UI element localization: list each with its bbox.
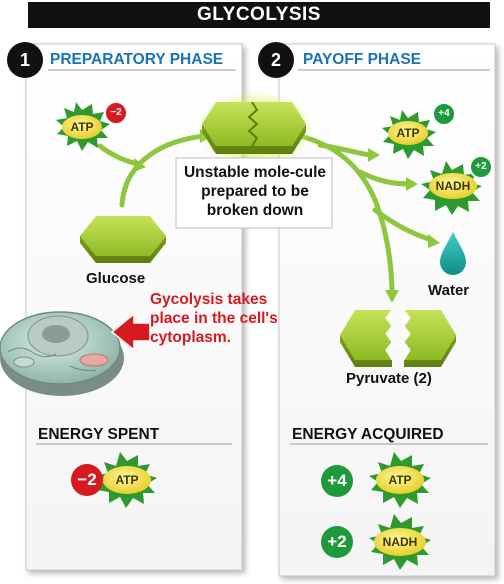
phase-2-circle (258, 42, 294, 78)
summary-spent-name: ATP (115, 473, 139, 487)
cytoplasm-note: Gycolysis takes place in the cell's cyto… (150, 291, 278, 346)
unstable-molecule-label: Unstable mole-cule prepared to be broken… (183, 164, 327, 219)
pyruvate-molecules (340, 309, 456, 367)
summary-atp-name: ATP (388, 473, 412, 487)
water-drop (440, 232, 466, 275)
atp-gain-badge-text: +4 (438, 108, 450, 119)
nadh-gain-badge (469, 155, 493, 179)
cell-illustration (0, 311, 124, 396)
page-title: GLYCOLYSIS (197, 4, 321, 25)
glucose-label: Glucose (86, 270, 146, 287)
summary-nadh-name: NADH (382, 535, 418, 549)
phase-1-number: 1 (19, 50, 30, 70)
title-banner (28, 2, 490, 28)
atp-gain-badge (432, 102, 456, 126)
phase-2-title: PAYOFF PHASE (303, 51, 421, 68)
summary-nadh-amount-circle (321, 526, 353, 558)
summary-atp-amount: +4 (327, 471, 347, 490)
glucose-molecule (80, 216, 166, 263)
to-water-arrow (372, 207, 435, 243)
nadh-gain-label: NADH (435, 179, 471, 193)
atp-spent-badge-text: −2 (110, 107, 122, 118)
glucose-to-unstable-arrow (119, 133, 208, 208)
summary-atp-acquired-starburst (369, 452, 431, 508)
nadh-gain-badge-text: +2 (475, 161, 487, 172)
phase-2-number: 2 (270, 50, 281, 70)
summary-atp-spent-starburst (95, 452, 157, 508)
unstable-label-box (175, 157, 333, 229)
summary-spent-amount: −2 (77, 470, 97, 489)
water-label: Water (428, 282, 470, 299)
unstable-molecule (197, 90, 313, 170)
summary-spent-amount-circle (71, 464, 103, 496)
atp-spent-label: ATP (70, 120, 94, 134)
energy-acquired-heading: ENERGY ACQUIRED (292, 426, 444, 443)
phase-1-title: PREPARATORY PHASE (50, 51, 224, 68)
pyruvate-label: Pyruvate (2) (346, 370, 432, 387)
summary-nadh-acquired-starburst (369, 514, 431, 570)
atp-spent-badge (104, 101, 128, 125)
atp-spent-starburst (56, 102, 110, 151)
summary-atp-amount-circle (321, 465, 353, 497)
atp-gain-label: ATP (396, 126, 420, 140)
energy-spent-heading: ENERGY SPENT (38, 426, 160, 443)
atp-gain-starburst (382, 110, 436, 159)
phase-1-circle (7, 42, 43, 78)
cytoplasm-pointer-arrow (110, 312, 151, 352)
summary-nadh-amount: +2 (327, 532, 347, 551)
nadh-gain-starburst (421, 161, 482, 215)
